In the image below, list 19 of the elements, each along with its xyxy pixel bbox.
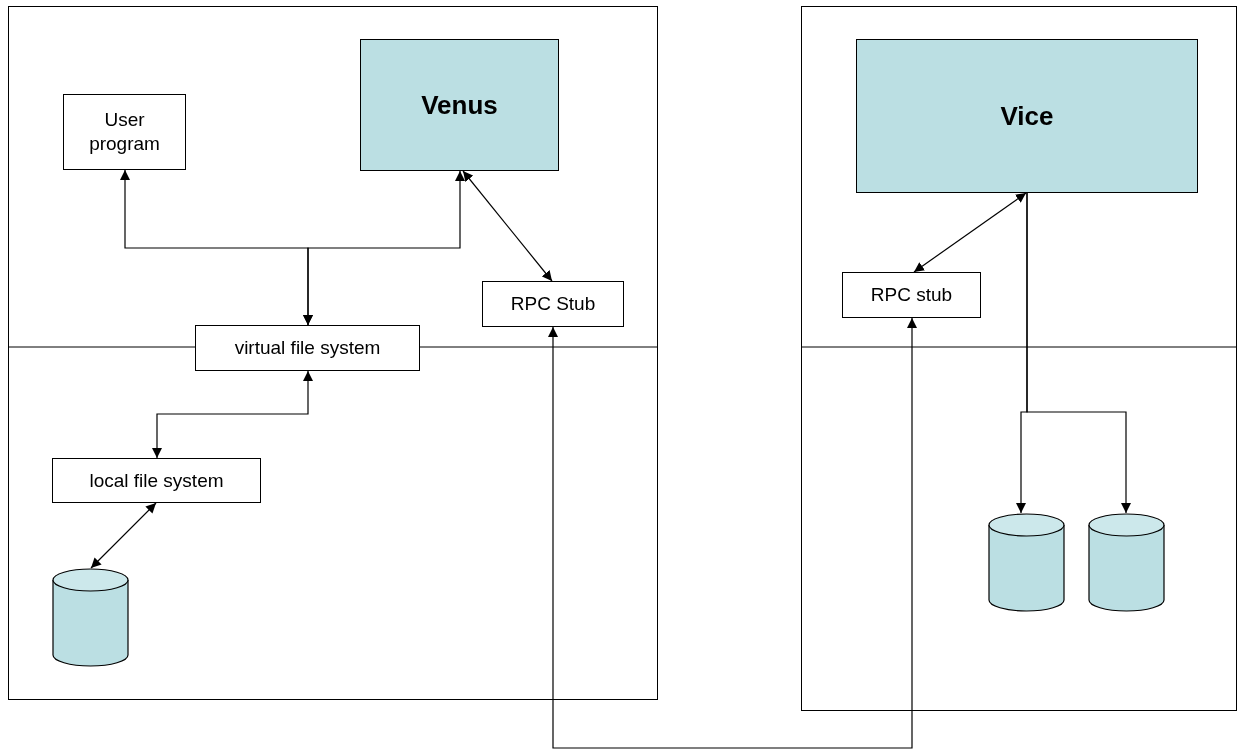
process-box: Vice (856, 39, 1198, 193)
component-box: virtual file system (195, 325, 420, 371)
arrow (548, 317, 917, 749)
arrow (303, 170, 465, 326)
arrow (152, 370, 313, 459)
database-cylinder (1088, 513, 1165, 612)
process-box: Venus (360, 39, 559, 171)
component-box: local file system (52, 458, 261, 503)
arrow (913, 192, 1027, 273)
database-cylinder (52, 568, 129, 667)
machine-frame (8, 6, 658, 700)
database-cylinder (988, 513, 1065, 612)
machine-frame (801, 6, 1237, 711)
component-box: RPC Stub (482, 281, 624, 327)
arrow (462, 170, 553, 282)
component-box: RPC stub (842, 272, 981, 318)
arrow (1026, 192, 1131, 514)
component-box: User program (63, 94, 186, 170)
arrow (90, 502, 157, 569)
